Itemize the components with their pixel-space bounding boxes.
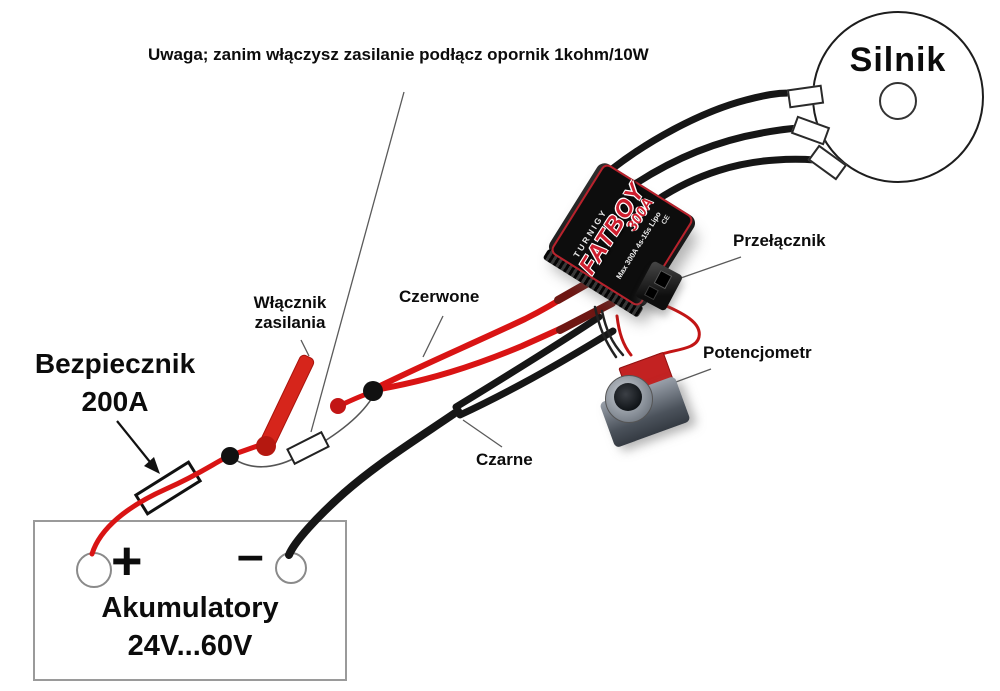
black-wire-esc-2 — [456, 327, 617, 419]
red-wire-esc-2 — [371, 318, 580, 393]
black-wire-to-battery — [285, 407, 462, 559]
pot-wire-red — [615, 314, 633, 357]
potentiometer-knob-center — [614, 383, 642, 411]
junction-dot-c — [363, 381, 383, 401]
red-wires-label: Czerwone — [399, 287, 480, 306]
motor-label: Silnik — [849, 41, 947, 79]
battery-name: Akumulatory — [101, 592, 279, 624]
leader-black-wires — [462, 419, 503, 448]
fuse-arrow-line — [116, 420, 151, 463]
motor-wire-3 — [653, 155, 819, 204]
toggle-switch-hole — [644, 285, 659, 301]
power-switch-pivot — [256, 436, 276, 456]
motor-wire-1 — [608, 89, 793, 173]
motor-shaft-hub — [879, 82, 917, 120]
fuse-label: Bezpiecznik 200A — [34, 348, 196, 417]
motor-wire-2 — [631, 124, 802, 188]
power-switch-label: Włącznik zasilania — [253, 293, 327, 333]
potentiometer-knob — [605, 375, 653, 423]
heatshrink-2 — [556, 299, 616, 334]
warning-text: Uwaga; zanim włączysz zasilanie podłącz … — [148, 45, 649, 64]
black-wires-label: Czarne — [476, 450, 533, 469]
resistor-symbol — [286, 430, 330, 466]
pot-wire-black-1 — [600, 309, 625, 357]
switch-wire-red-loop — [652, 300, 701, 359]
potentiometer-label: Potencjometr — [703, 343, 812, 362]
battery-plus-terminal — [76, 552, 112, 588]
power-switch-lever — [259, 354, 315, 450]
junction-dot-a — [221, 447, 239, 465]
red-terminal-dot — [330, 398, 346, 414]
black-wire-esc-1 — [452, 313, 603, 411]
toggle-switch-label: Przełącznik — [733, 231, 826, 250]
minus-sign: – — [237, 529, 264, 582]
toggle-switch-knob — [653, 269, 673, 290]
motor-body: Silnik — [812, 11, 984, 183]
battery-voltage-range: 24V...60V — [127, 630, 253, 662]
fuse-arrow-head — [144, 457, 160, 474]
leader-power-switch — [300, 339, 310, 357]
leader-toggle-switch — [677, 256, 742, 280]
plus-sign: + — [111, 531, 143, 591]
pot-wire-black-2 — [593, 305, 618, 359]
red-wire-battery-to-switch — [89, 441, 266, 557]
leader-red-wires — [422, 315, 444, 358]
leader-warning-to-resistor — [310, 91, 405, 433]
